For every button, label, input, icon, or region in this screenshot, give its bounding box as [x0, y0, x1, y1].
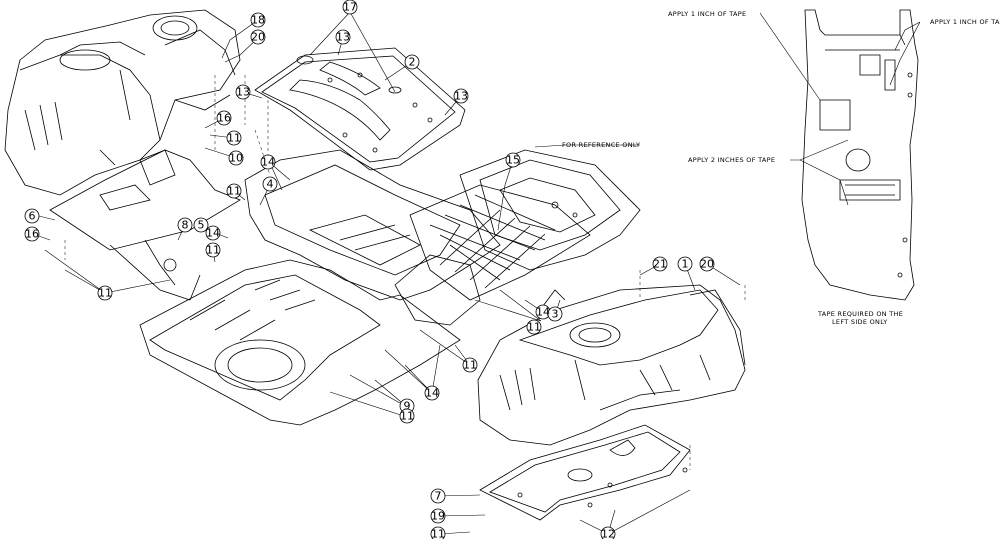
tape-detail-panel: [801, 9, 919, 301]
note-apply-2-inches: APPLY 2 INCHES OF TAPE: [688, 156, 775, 164]
callout-circle: [699, 256, 715, 272]
callout-label: 13: [336, 31, 350, 44]
bottom-plate-part: [479, 424, 691, 521]
callout-label: 9: [404, 400, 411, 413]
callout-circle: [399, 408, 415, 424]
callout-label: 11: [431, 528, 445, 540]
callout-label: 7: [435, 490, 442, 503]
note-reference-only: FOR REFERENCE ONLY: [562, 141, 640, 149]
callout-bubbles: [24, 0, 715, 542]
callout-label: 15: [506, 154, 520, 167]
note-left-side-line2: LEFT SIDE ONLY: [832, 318, 888, 326]
callout-circle: [24, 226, 40, 242]
drawing-notes: FOR REFERENCE ONLY APPLY 1 INCH OF TAPE …: [562, 10, 1000, 326]
note-apply-1-inch-main: APPLY 1 INCH OF TAPE: [668, 10, 746, 18]
callout-circle: [652, 256, 668, 272]
callout-label: 3: [552, 308, 559, 321]
callout-circle: [462, 357, 478, 373]
callout-circle: [335, 29, 351, 45]
callout-circle: [226, 130, 242, 146]
callout-circle: [226, 183, 242, 199]
callout-circle: [228, 150, 244, 166]
callout-label: 1: [682, 258, 689, 271]
callout-label: 17: [343, 1, 357, 14]
right-frame-section: [459, 149, 641, 311]
callout-circle: [216, 110, 232, 126]
callout-label: 13: [454, 90, 468, 103]
callout-label: 20: [700, 258, 714, 271]
callout-circle: [24, 208, 40, 224]
callout-circle: [177, 217, 193, 233]
callout-label: 14: [261, 156, 275, 169]
callout-circle: [430, 508, 446, 524]
callout-label: 16: [217, 112, 231, 125]
callout-label: 11: [227, 185, 241, 198]
left-fender-part: [4, 9, 241, 196]
top-plate-part: [254, 47, 466, 171]
callout-label: 2: [409, 56, 416, 69]
callout-label: 10: [229, 152, 243, 165]
assembly-dashed-lines: [64, 75, 746, 470]
callout-label: 11: [463, 359, 477, 372]
callout-label: 16: [25, 228, 39, 241]
callout-circle: [235, 84, 251, 100]
right-fender-part: [477, 284, 746, 446]
callout-label: 14: [206, 227, 220, 240]
callout-circle: [260, 154, 276, 170]
main-chassis-frame: [139, 149, 501, 426]
callout-label: 11: [227, 132, 241, 145]
callout-circle: [404, 54, 420, 70]
callout-circle: [97, 285, 113, 301]
callout-label: 5: [198, 219, 205, 232]
callout-circle: [547, 306, 563, 322]
callout-label: 11: [206, 244, 220, 257]
callout-label: 6: [29, 210, 36, 223]
left-bracket-plate-part: [49, 149, 241, 301]
callout-circle: [526, 319, 542, 335]
callout-circle: [424, 385, 440, 401]
callout-label: 14: [536, 306, 550, 319]
callout-circle: [193, 217, 209, 233]
callout-label: 14: [425, 387, 439, 400]
callout-label: 20: [251, 31, 265, 44]
callout-circle: [677, 256, 693, 272]
callout-label: 8: [182, 219, 189, 232]
callout-circle: [430, 488, 446, 504]
callout-circle: [262, 176, 278, 192]
callout-circle: [453, 88, 469, 104]
callout-label: 19: [431, 510, 445, 523]
callout-numbers: 17 18 20 13 2 13 13 16 11 10 14 4 11 6 1…: [25, 1, 714, 541]
callout-label: 11: [527, 321, 541, 334]
callout-circle: [205, 242, 221, 258]
callout-label: 11: [400, 410, 414, 423]
callout-label: 18: [251, 14, 265, 27]
callout-circle: [505, 152, 521, 168]
callout-label: 4: [267, 178, 274, 191]
callout-circle: [342, 0, 358, 15]
center-deck-grid: [409, 184, 591, 301]
callout-circle: [250, 12, 266, 28]
callout-label: 13: [236, 86, 250, 99]
callout-label: 12: [601, 528, 615, 540]
callout-label: 21: [653, 258, 667, 271]
callout-circle: [205, 225, 221, 241]
callout-circle: [250, 29, 266, 45]
note-left-side-line1: TAPE REQUIRED ON THE: [817, 310, 903, 318]
note-apply-1-inch-detail: APPLY 1 INCH OF TAPE: [930, 18, 1000, 26]
callout-label: 11: [98, 287, 112, 300]
